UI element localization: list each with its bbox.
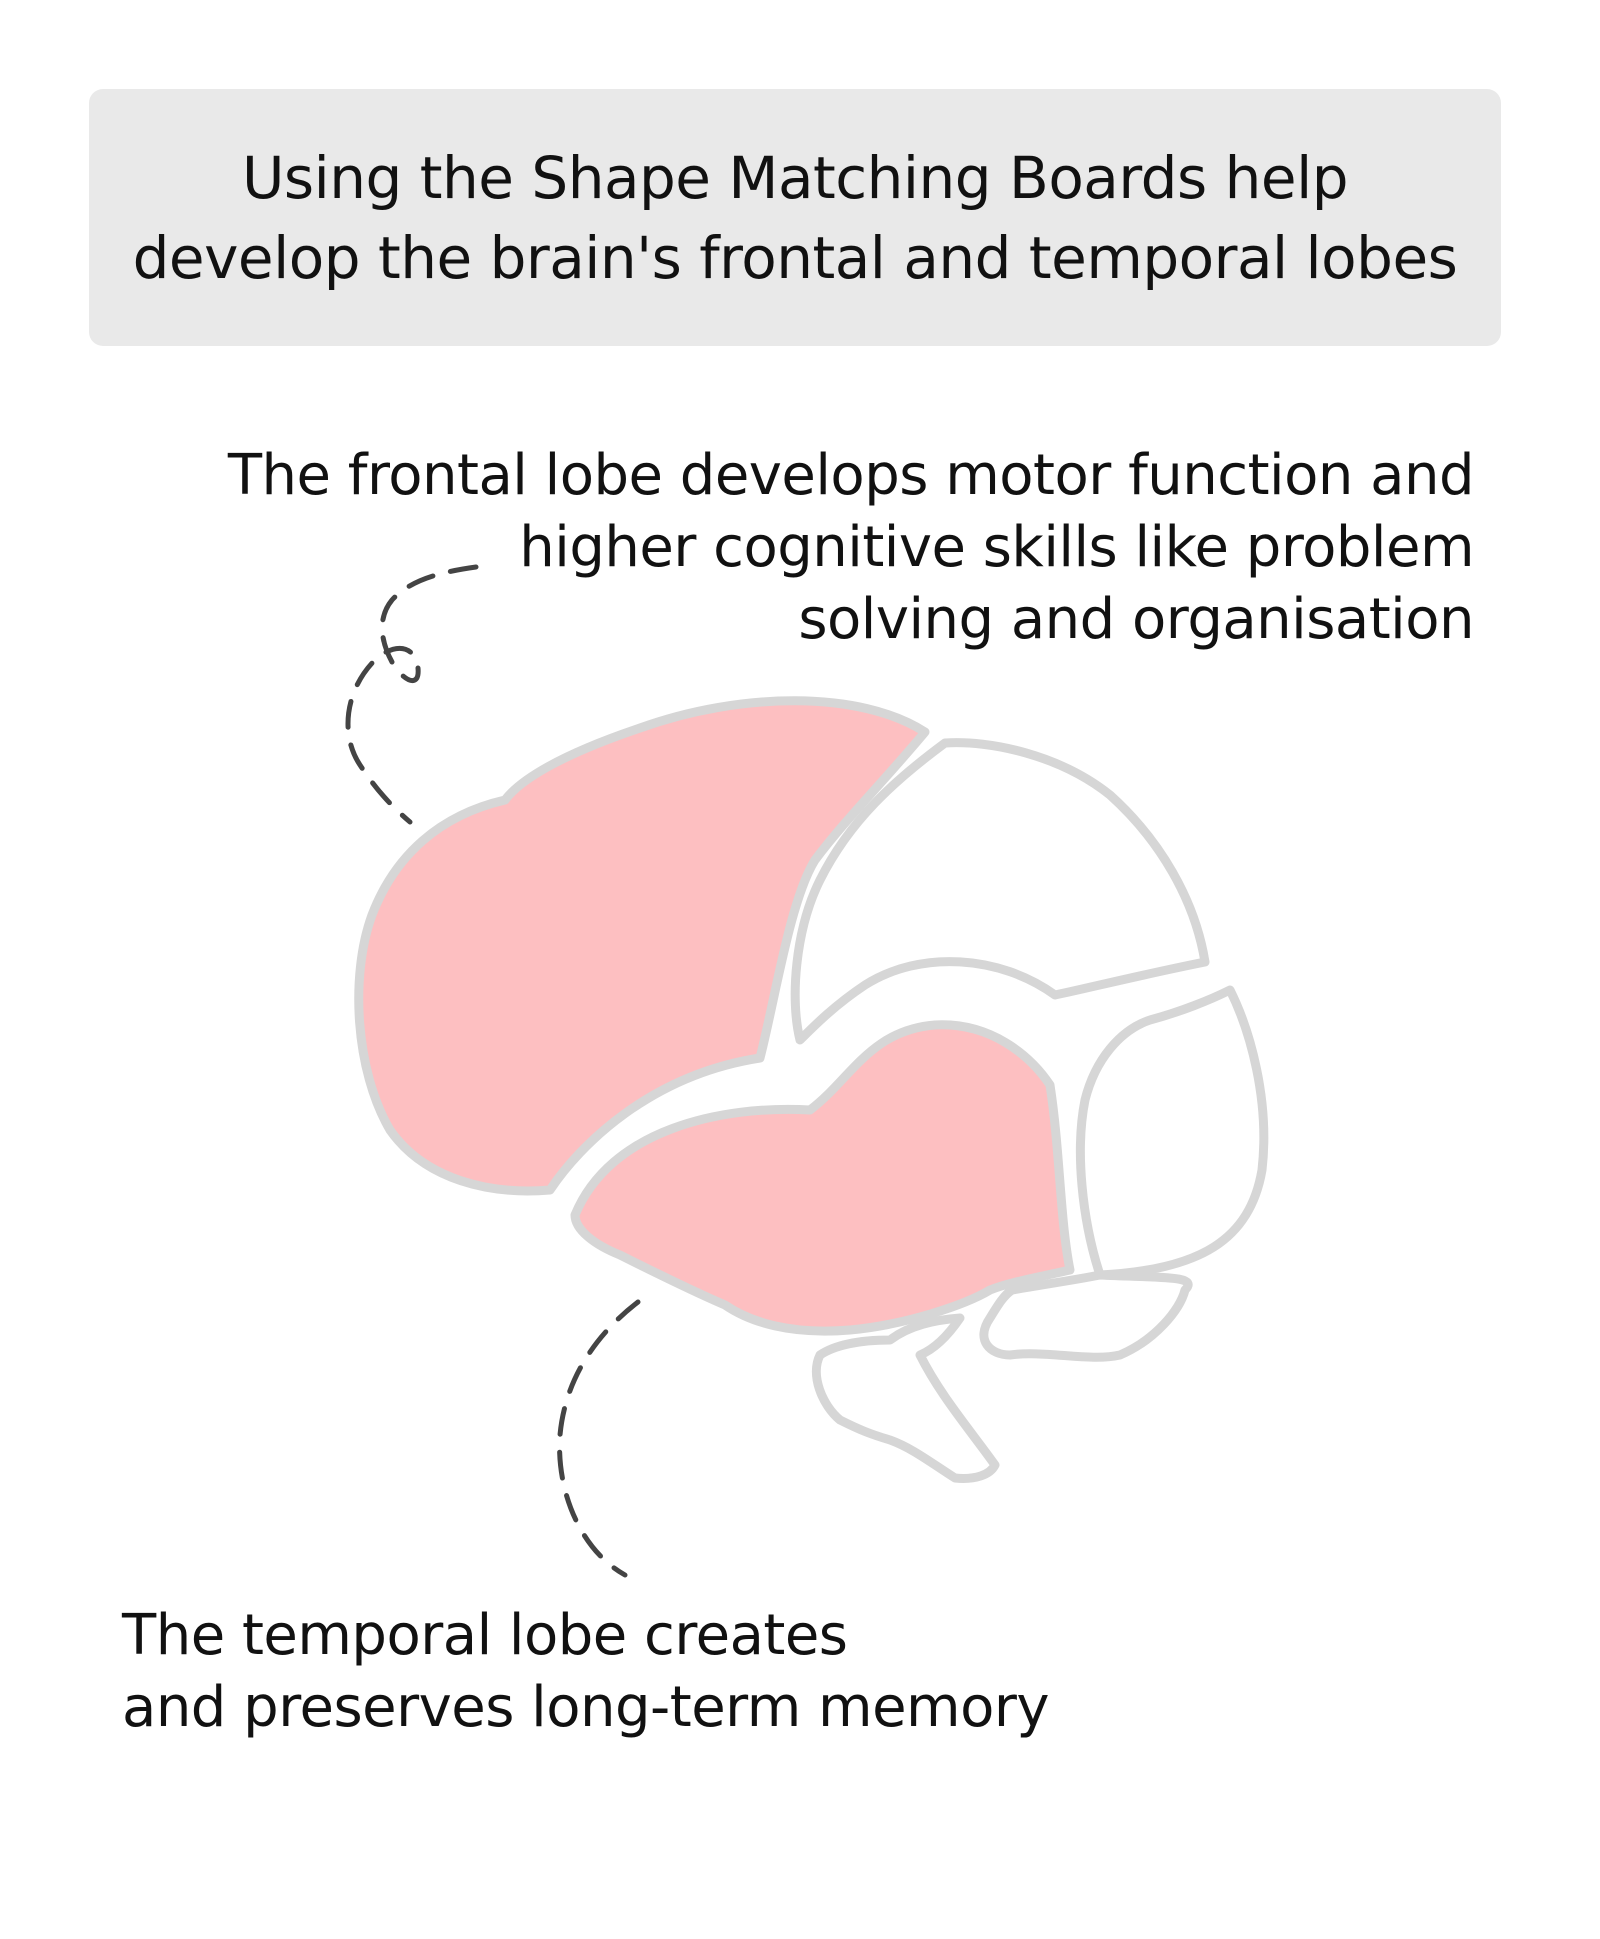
temporal-lobe xyxy=(570,1020,1075,1336)
parietal-lobe xyxy=(790,738,1210,1045)
occipital-lobe xyxy=(1075,985,1269,1280)
temporal-leader-line xyxy=(557,1299,641,1578)
frontal-lobe-caption: The frontal lobe develops motor function… xyxy=(227,443,1475,652)
frontal-lobe xyxy=(354,696,930,1196)
page-title: Using the Shape Matching Boards help dev… xyxy=(132,143,1458,292)
brain-stem xyxy=(811,1313,1000,1483)
temporal-lobe-caption: The temporal lobe creates and preserves … xyxy=(122,1603,1050,1740)
title-banner: Using the Shape Matching Boards help dev… xyxy=(89,89,1501,346)
cerebellum xyxy=(979,1270,1193,1362)
frontal-leader-line xyxy=(345,564,479,825)
